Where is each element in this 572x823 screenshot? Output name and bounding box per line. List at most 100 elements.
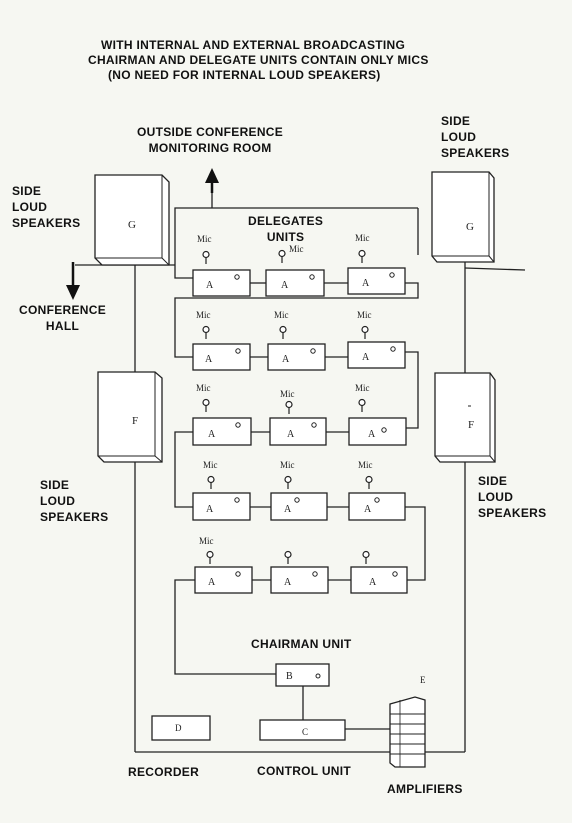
recorder-letter: D (175, 723, 182, 733)
mic-icon (202, 325, 210, 340)
control-unit-box: C (259, 719, 346, 741)
delegate-unit: Mic A (348, 383, 407, 446)
chairman-unit-box: B (275, 663, 330, 687)
recorder-box: D (151, 715, 211, 741)
mic-icon (284, 475, 292, 490)
row-link-4 (405, 506, 426, 581)
delegate-letter: A (282, 354, 290, 365)
header-line-1: WITH INTERNAL AND EXTERNAL BROADCASTING (101, 38, 406, 52)
delegate-unit: Mic A (192, 460, 251, 521)
chairman-unit-label: CHAIRMAN UNIT (251, 637, 352, 651)
delegate-unit: Mic A (192, 383, 252, 446)
mic-label: Mic (197, 234, 212, 244)
delegate-letter: A (206, 504, 214, 515)
delegate-unit: A (350, 550, 408, 594)
delegate-letter: A (281, 280, 289, 291)
amplifier-letter: E (420, 675, 426, 685)
side-loud-speakers-top-right-label: SIDE LOUD SPEAKERS (441, 114, 510, 160)
mic-icon (202, 398, 210, 413)
mic-icon (206, 550, 214, 565)
delegate-letter: A (205, 354, 213, 365)
mic-icon (358, 249, 366, 264)
mic-icon (365, 475, 373, 490)
mic-label: Mic (274, 310, 289, 320)
delegate-row-1: Mic A Mic A Mic A (192, 233, 406, 297)
speaker-letter: G (128, 219, 136, 231)
delegate-letter: A (284, 577, 292, 588)
delegate-unit: Mic A (265, 244, 325, 297)
delegate-unit: A (270, 550, 329, 594)
mic-icon (362, 550, 370, 565)
header-line-2: CHAIRMAN AND DELEGATE UNITS CONTAIN ONLY… (88, 53, 429, 67)
amplifier-stack: E (389, 675, 426, 768)
side-speaker-g-left: G (94, 174, 170, 266)
chairman-letter: B (286, 671, 293, 682)
conference-hall-arrow (66, 262, 80, 300)
delegate-row-4: Mic A Mic A Mic A (192, 460, 406, 521)
delegate-unit: Mic A (269, 389, 327, 446)
side-loud-speakers-mid-left-label: SIDE LOUD SPEAKERS (40, 478, 109, 524)
delegate-unit: Mic A (192, 310, 251, 371)
delegate-letter: A (362, 278, 370, 289)
delegate-unit: Mic A (267, 310, 326, 371)
delegate-unit: Mic A (192, 234, 251, 297)
mic-label: Mic (199, 536, 214, 546)
control-unit-label: CONTROL UNIT (257, 764, 352, 778)
side-loud-speakers-mid-right-label: SIDE LOUD SPEAKERS (478, 474, 547, 520)
recorder-label: RECORDER (128, 765, 200, 779)
mic-label: Mic (355, 233, 370, 243)
delegate-unit: Mic A (270, 460, 328, 521)
mic-label: Mic (358, 460, 373, 470)
mic-label: Mic (289, 244, 304, 254)
row-link-2 (405, 351, 419, 429)
row-link-3 (174, 431, 193, 508)
delegate-unit: Mic A (347, 233, 406, 295)
mic-icon (358, 398, 366, 413)
mic-label: Mic (280, 389, 295, 399)
delegate-letter: A (208, 577, 216, 588)
mic-icon (202, 250, 210, 265)
side-speaker-g-right: G (431, 171, 495, 263)
mic-icon (279, 325, 287, 340)
delegate-letter: A (362, 352, 370, 363)
delegate-letter: A (287, 429, 295, 440)
side-speaker-f-left: F (97, 371, 163, 463)
header-line-3: (NO NEED FOR INTERNAL LOUD SPEAKERS) (108, 68, 381, 82)
wiring (75, 180, 526, 753)
delegate-unit: Mic A (194, 536, 253, 594)
mic-icon (284, 550, 292, 565)
delegate-letter: A (369, 577, 377, 588)
speaker-letter: F (132, 415, 138, 427)
amplifiers-label: AMPLIFIERS (387, 782, 463, 796)
side-speaker-f-right: F (434, 372, 496, 463)
right-speaker-wire (464, 267, 526, 271)
mic-icon (361, 325, 369, 340)
mic-label: Mic (280, 460, 295, 470)
mic-label: Mic (355, 383, 370, 393)
mic-icon (285, 400, 293, 415)
mic-icon (207, 475, 215, 490)
delegate-row-3: Mic A Mic A Mic A (192, 383, 407, 446)
delegates-units-label: DELEGATES UNITS (248, 214, 324, 244)
delegate-letter: A (206, 280, 214, 291)
conference-hall-label: CONFERENCE HALL (19, 303, 107, 333)
side-loud-speakers-top-left-label: SIDE LOUD SPEAKERS (12, 184, 81, 230)
mic-label: Mic (203, 460, 218, 470)
delegate-letter: A (368, 429, 376, 440)
control-letter: C (302, 727, 308, 737)
row-link-1 (174, 282, 419, 358)
mic-icon (278, 249, 286, 264)
delegate-unit: Mic A (348, 460, 406, 521)
delegate-letter: A (364, 504, 372, 515)
delegate-row-2: Mic A Mic A Mic A (192, 310, 406, 371)
bus-wire-top (174, 207, 212, 279)
outside-arrow (205, 168, 219, 193)
delegate-row-5: Mic A A A (194, 536, 408, 594)
delegate-letter: A (208, 429, 216, 440)
mic-label: Mic (196, 310, 211, 320)
outside-conference-monitoring-room-label: OUTSIDE CONFERENCE MONITORING ROOM (137, 125, 284, 155)
mic-label: Mic (357, 310, 372, 320)
speaker-letter: F (468, 419, 474, 431)
speaker-letter: G (466, 221, 474, 233)
